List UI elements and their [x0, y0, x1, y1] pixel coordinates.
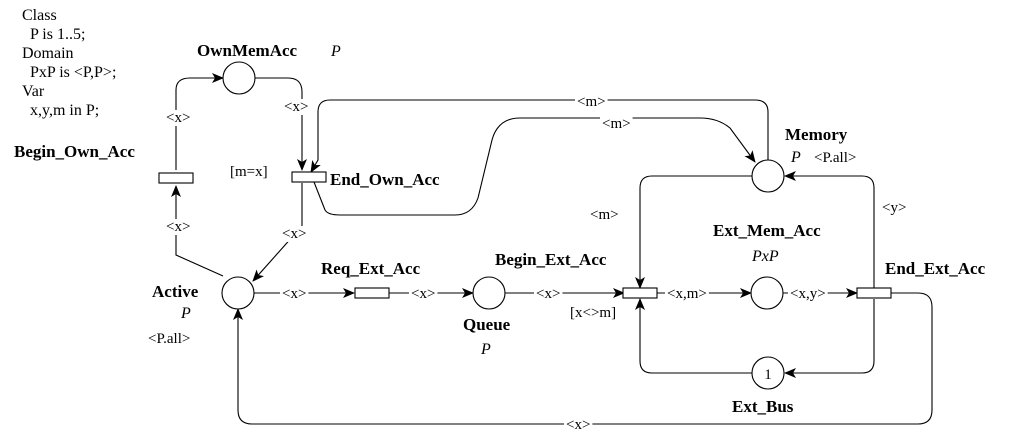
active-label: Active [152, 282, 199, 301]
declaration-line: x,y,m in P; [22, 102, 100, 119]
begin-ext-acc-label: Begin_Ext_Acc [495, 250, 607, 269]
own-mem-acc-label: OwnMemAcc [197, 41, 298, 60]
place-queue [472, 276, 506, 310]
arc-label-backing [280, 286, 309, 302]
arc-label-backing [880, 200, 909, 216]
declarations: Class P is 1..5; Domain PxP is <P,P>; Va… [22, 6, 116, 120]
active-marking: <P.all> [148, 331, 190, 347]
arc-label-backing [600, 116, 633, 132]
arc-label-begin-own-to-own-mem: <x> [166, 110, 190, 126]
arc-label-memory-to-end-own: <m> [577, 94, 606, 110]
req-ext-acc-label: Req_Ext_Acc [321, 259, 421, 278]
memory-label: Memory [785, 125, 848, 144]
arc-label-backing [665, 286, 709, 302]
own-mem-acc-domain: P [330, 43, 341, 60]
arc-label-memory-to-begin-ext: <m> [590, 207, 619, 223]
arc-end-ext-acc-to-memory [784, 171, 875, 288]
arc-label-ext-mem-to-end-ext: <x,y> [790, 286, 826, 302]
place-ext-mem-acc [750, 276, 784, 310]
arc-label-own-mem-to-end-own: <x> [284, 99, 308, 115]
arc-ext-bus-to-begin-ext-acc [635, 298, 752, 374]
queue-domain: P [480, 341, 491, 358]
place-memory [751, 159, 785, 193]
begin-own-acc-label: Begin_Own_Acc [14, 142, 135, 161]
place-ext-bus [751, 356, 785, 390]
arc-label-queue-to-begin-ext: <x> [536, 286, 560, 302]
arc-begin-own-acc-to-own-mem-acc [175, 73, 224, 170]
arc-label-backing [280, 226, 309, 242]
arc-label-backing [282, 99, 311, 115]
transition-begin-own-acc [158, 172, 194, 184]
arc-label-begin-ext-to-ext-mem: <x,m> [667, 286, 707, 302]
memory-domain: P [790, 149, 801, 166]
transition-req-ext-acc [354, 287, 390, 299]
arc-label-req-to-queue: <x> [411, 286, 435, 302]
end-ext-acc-label: End_Ext_Acc [885, 259, 986, 278]
ext-bus-marking: 1 [764, 367, 772, 383]
begin-ext-acc-guard: [x<>m] [570, 305, 616, 321]
arc-label-backing [164, 219, 193, 235]
arc-end-ext-acc-to-active [233, 292, 933, 425]
arc-memory-to-end-own-acc [310, 99, 769, 173]
arc-label-backing [409, 286, 438, 302]
place-own-mem-acc [222, 61, 256, 95]
arc-label-active-to-begin-own: <x> [166, 219, 190, 235]
ext-mem-acc-label: Ext_Mem_Acc [713, 221, 821, 240]
active-domain: P [180, 305, 191, 322]
end-own-acc-label: End_Own_Acc [330, 170, 440, 189]
queue-label: Queue [463, 315, 511, 334]
arc-label-backing [575, 94, 608, 110]
arc-label-backing [588, 207, 621, 223]
arc-label-end-own-to-memory: <m> [602, 116, 631, 132]
transition-begin-ext-acc [622, 287, 658, 299]
place-active [221, 276, 255, 310]
declaration-line: P is 1..5; [22, 26, 86, 43]
arc-end-own-acc-to-memory [313, 117, 756, 216]
arc-label-active-to-req: <x> [282, 286, 306, 302]
end-own-acc-guard: [m=x] [230, 164, 268, 180]
declaration-line: Var [22, 83, 45, 100]
arc-label-backing [534, 286, 563, 302]
arc-active-to-begin-own-acc [171, 185, 224, 277]
ext-bus-label: Ext_Bus [732, 397, 794, 416]
arc-label-backing [564, 417, 593, 433]
memory-marking: <P.all> [814, 150, 856, 166]
arc-label-end-own-to-active: <x> [282, 226, 306, 242]
arc-label-end-ext-to-active: <x> [566, 417, 590, 433]
arc-end-ext-acc-to-ext-bus [784, 299, 875, 378]
ext-mem-acc-domain: PxP [751, 248, 779, 265]
arc-memory-to-begin-ext-acc [635, 175, 752, 289]
arc-label-backing [164, 110, 193, 126]
arc-own-mem-acc-to-end-own-acc [255, 77, 307, 171]
declaration-line: PxP is <P,P>; [22, 64, 117, 81]
arc-label-end-ext-to-memory: <y> [882, 200, 906, 216]
declaration-line: Class [22, 7, 57, 24]
transition-end-own-acc [291, 171, 327, 183]
transition-end-ext-acc [856, 287, 892, 299]
arc-label-backing [788, 286, 828, 302]
declaration-line: Domain [22, 45, 74, 62]
